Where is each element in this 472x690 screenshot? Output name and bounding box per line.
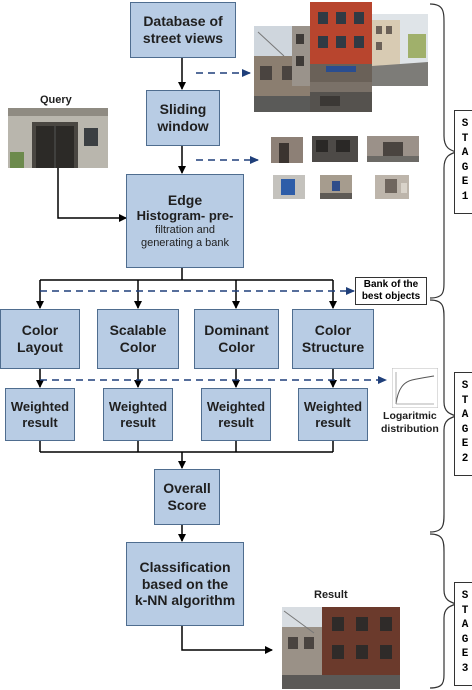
stage-3-char: 3: [461, 662, 469, 675]
weighted-result-box-2: Weighted result: [103, 388, 173, 441]
stage-1-brace: [429, 3, 458, 299]
classification-box: Classification based on the k-NN algorit…: [126, 542, 244, 626]
stage-1-char: E: [461, 176, 469, 188]
stage-2-char: G: [461, 423, 469, 436]
stage-2-char: 2: [461, 452, 469, 465]
sliding-window-box: Sliding window: [146, 90, 220, 146]
sliding-line-1: Sliding: [159, 101, 207, 118]
stage-2-char: A: [461, 409, 469, 421]
color-layout-line-2: Layout: [17, 339, 63, 355]
weighted-2-line-2: result: [120, 414, 156, 430]
weighted-4-line-2: result: [315, 414, 351, 430]
stage-2-char: S: [461, 380, 469, 392]
edge-line-3: filtration and: [155, 224, 215, 236]
stage-3-char: A: [461, 619, 469, 631]
classification-line-2: based on the: [141, 575, 229, 592]
query-label: Query: [40, 94, 72, 106]
bank-line-1: Bank of the: [363, 279, 419, 290]
street-view-photo-4: [372, 14, 428, 86]
stage-1-char: G: [461, 161, 469, 174]
database-box: Database of street views: [130, 2, 236, 58]
arrow-classification-to-result: [181, 626, 273, 654]
weighted-1-line-1: Weighted: [10, 398, 70, 414]
dominant-color-line-1: Dominant: [204, 322, 269, 339]
stage-2-char: T: [461, 394, 469, 407]
stage-3-char: T: [461, 604, 469, 617]
street-view-photo-2: [292, 26, 314, 86]
weighted-2-line-1: Weighted: [108, 398, 168, 414]
logaritmic-line-2: distribution: [381, 423, 439, 436]
color-structure-box: Color Structure: [292, 309, 374, 369]
stage-1-char: T: [461, 132, 469, 145]
query-photo: [8, 108, 108, 168]
logaritmic-label: Logaritmic distribution: [381, 410, 439, 436]
logaritmic-line-1: Logaritmic: [383, 410, 437, 422]
weighted-3-line-1: Weighted: [206, 398, 266, 414]
stage-1-char: S: [461, 118, 469, 130]
scalable-color-box: Scalable Color: [97, 309, 179, 369]
color-structure-line-2: Structure: [301, 339, 365, 355]
stage-1-char: 1: [461, 190, 469, 203]
sliding-line-2: window: [157, 118, 209, 134]
weighted-3-line-2: result: [218, 414, 254, 430]
overall-line-2: Score: [167, 497, 207, 513]
weighted-4-line-1: Weighted: [303, 398, 363, 414]
classification-line-1: Classification: [139, 558, 231, 575]
bank-label-box: Bank of the best objects: [355, 277, 427, 305]
weighted-1-line-2: result: [22, 414, 58, 430]
stage-3-char: S: [461, 590, 469, 602]
stage-3-label: S T A G E 3: [454, 582, 472, 686]
window-thumb-2: [312, 136, 358, 162]
window-thumb-4: [273, 175, 305, 199]
dominant-color-line-2: Color: [218, 339, 255, 355]
scalable-color-line-2: Color: [119, 339, 157, 355]
dominant-color-box: Dominant Color: [194, 309, 279, 369]
result-label: Result: [314, 589, 348, 601]
weighted-result-box-3: Weighted result: [201, 388, 271, 441]
street-view-photo-5: [310, 82, 372, 112]
edge-histogram-box: Edge Histogram- pre- filtration and gene…: [126, 174, 244, 268]
street-view-photo-3: [310, 2, 372, 84]
scalable-color-line-1: Scalable: [109, 322, 167, 339]
classification-line-3: k-NN algorithm: [134, 592, 236, 609]
edge-line-4: generating a bank: [140, 237, 230, 250]
window-thumb-1: [271, 137, 303, 163]
result-photo: [282, 607, 400, 689]
database-line-1: Database of: [143, 13, 223, 30]
weighted-result-box-1: Weighted result: [5, 388, 75, 441]
weighted-result-box-4: Weighted result: [298, 388, 368, 441]
arrow-query-to-edge: [57, 157, 127, 222]
window-thumb-5: [320, 175, 352, 199]
overall-line-1: Overall: [163, 480, 211, 497]
edge-line-2: Histogram- pre-: [136, 208, 234, 224]
overall-score-box: Overall Score: [154, 469, 220, 525]
stage-2-label: S T A G E 2: [454, 372, 472, 476]
stage-1-label: S T A G E 1: [454, 110, 472, 214]
color-structure-line-1: Color: [314, 322, 352, 339]
logaritmic-distribution-plot: [392, 368, 438, 408]
stage-3-char: G: [461, 633, 469, 646]
window-thumb-6: [375, 175, 409, 199]
color-layout-line-1: Color: [21, 322, 59, 339]
stage-3-char: E: [461, 648, 469, 660]
database-line-2: street views: [142, 30, 224, 46]
edge-line-1: Edge: [167, 191, 203, 208]
bank-line-2: best objects: [361, 291, 421, 302]
stage-2-char: E: [461, 438, 469, 450]
stage-1-char: A: [461, 147, 469, 159]
stage-3-brace: [429, 533, 458, 689]
color-layout-box: Color Layout: [0, 309, 80, 369]
window-thumb-3: [367, 136, 419, 162]
